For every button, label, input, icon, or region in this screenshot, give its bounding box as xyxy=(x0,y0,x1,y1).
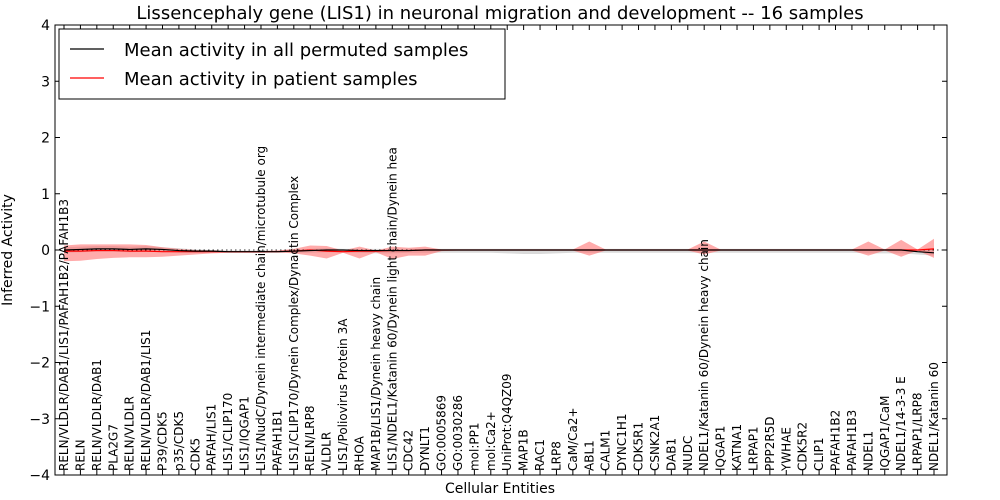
x-tick-label: CDK5R1 xyxy=(632,422,646,471)
legend-label-patient: Mean activity in patient samples xyxy=(124,69,418,90)
x-tick-label: DAB1 xyxy=(664,438,678,471)
x-tick-label: RELN/VLDLR xyxy=(123,396,137,471)
x-tick-label: RELN/VLDLR/DAB1 xyxy=(90,359,104,471)
x-tick-label: DYNC1H1 xyxy=(615,413,629,471)
y-tick-label: 0 xyxy=(41,243,50,259)
x-tick-label: PPP2R5D xyxy=(763,416,777,471)
x-tick-label: NDEL1/14-3-3 E xyxy=(894,376,908,471)
x-tick-label: CDK5 xyxy=(188,438,202,471)
x-tick-label: YWHAE xyxy=(779,427,793,472)
x-tick-label: GO:0005869 xyxy=(435,395,449,471)
x-tick-label: ABL1 xyxy=(582,440,596,471)
x-tick-label: RELN/LRP8 xyxy=(303,405,317,471)
x-tick-label: RELN/VLDLR/DAB1/LIS1/PAFAH1B2/PAFAH1B3 xyxy=(57,199,71,471)
x-tick-label: NUDC xyxy=(681,436,695,471)
legend-box xyxy=(58,28,506,100)
x-tick-label: LRPAP1 xyxy=(746,426,760,471)
y-axis-label: Inferred Activity xyxy=(0,194,16,306)
x-tick-label: NDEL1 xyxy=(861,431,875,471)
x-tick-label: VLDLR xyxy=(320,432,334,471)
x-tick-label: LRP8 xyxy=(549,441,563,471)
x-tick-label: LRPAP1/LRP8 xyxy=(911,392,925,471)
y-tick-label: 3 xyxy=(41,74,50,90)
chart-title: Lissencephaly gene (LIS1) in neuronal mi… xyxy=(136,3,863,24)
x-tick-label: LIS1/NudC/Dynein intermediate chain/micr… xyxy=(254,146,268,471)
y-tick-label: 1 xyxy=(41,187,50,203)
y-tick-label: 4 xyxy=(41,18,50,34)
x-tick-label: DYNLT1 xyxy=(418,426,432,471)
series-lines xyxy=(63,248,935,254)
y-tick-label: −4 xyxy=(29,468,50,484)
x-tick-label: MAP1B xyxy=(517,429,531,471)
x-tick-label: RAC1 xyxy=(533,439,547,471)
y-tick-label: −2 xyxy=(29,356,50,372)
x-tick-label: RELN xyxy=(73,439,87,471)
x-tick-label: mol:Ca2+ xyxy=(484,411,498,471)
y-axis: −4 −3 −2 −1 0 1 2 3 4 xyxy=(29,18,947,484)
x-tick-label: P39/CDK5 xyxy=(155,411,169,471)
x-tick-label: CaM/Ca2+ xyxy=(566,407,580,471)
y-tick-label: 2 xyxy=(41,131,50,147)
x-tick-label: GO:0030286 xyxy=(451,395,465,471)
x-tick-label: PAFAH1B2 xyxy=(829,410,843,471)
x-tick-label: NDEL1/Katanin 60 xyxy=(927,362,941,471)
x-tick-label: PAFAH1B3 xyxy=(845,410,859,471)
x-tick-label: NDEL1/Katanin 60/Dynein heavy chain xyxy=(697,239,711,471)
x-tick-label: p35/CDK5 xyxy=(172,411,186,471)
x-tick-label: CDC42 xyxy=(402,430,416,471)
x-tick-label: CALM1 xyxy=(599,430,613,471)
x-tick-label: RELN/VLDLR/DAB1/LIS1 xyxy=(139,330,153,471)
x-tick-label: PLA2G7 xyxy=(106,424,120,471)
x-tick-label: PAFAH1B1 xyxy=(270,410,284,471)
permuted-band xyxy=(64,246,934,256)
x-tick-label: UniProt:Q4QZ09 xyxy=(500,373,514,471)
x-tick-label: KATNA1 xyxy=(730,424,744,471)
x-tick-label: IQGAP1/CaM xyxy=(878,395,892,471)
x-tick-label: LIS1/CLIP170 xyxy=(221,393,235,471)
x-tick-label: PAFAH/LIS1 xyxy=(205,404,219,471)
x-tick-label: LIS1/Poliovirus Protein 3A xyxy=(336,318,350,471)
x-tick-label: CSNK2A1 xyxy=(648,415,662,471)
x-tick-label: MAP1B/LIS1/Dynein heavy chain xyxy=(369,277,383,471)
x-tick-label: CLIP1 xyxy=(812,438,826,471)
x-tick-label: LIS1/NDEL1/Katanin 60/Dynein light chain… xyxy=(385,147,399,471)
x-tick-label: mol:PP1 xyxy=(467,422,481,471)
x-axis-label: Cellular Entities xyxy=(445,481,555,497)
x-tick-label: RHOA xyxy=(352,435,366,471)
x-tick-label: IQGAP1 xyxy=(714,426,728,471)
x-tick-label: CDK5R2 xyxy=(796,422,810,471)
legend: Mean activity in all permuted samples Me… xyxy=(58,28,506,100)
x-tick-label: LIS1/CLIP170/Dynein Complex/Dynactin Com… xyxy=(287,176,301,471)
y-tick-label: −3 xyxy=(29,412,50,428)
y-tick-label: −1 xyxy=(29,299,50,315)
legend-label-permuted: Mean activity in all permuted samples xyxy=(124,40,468,61)
x-tick-label: LIS1/IQGAP1 xyxy=(238,396,252,471)
permuted-mean-line xyxy=(63,248,935,254)
